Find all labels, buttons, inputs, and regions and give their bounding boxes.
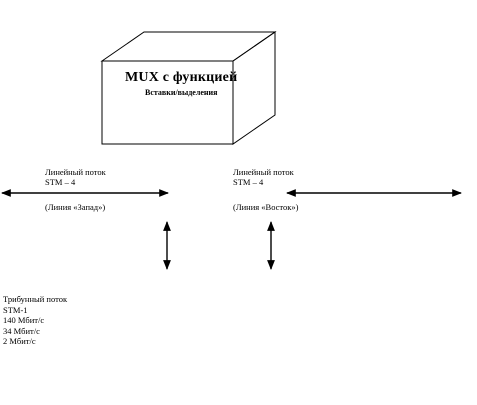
mux-box-side-face xyxy=(232,31,276,145)
tributary-title: Трибунный поток xyxy=(3,294,68,304)
east-stream-rate: STM – 4 xyxy=(233,177,264,187)
west-stream-title: Линейный поток xyxy=(45,167,106,177)
west-stream-label: Линейный поток STM – 4 xyxy=(45,167,106,187)
mux-title: MUX с функцией xyxy=(125,70,238,85)
tributary-item: STM-1 xyxy=(3,304,28,315)
tributary-block: Трибунный поток STM-1 140 Мбит/с 34 Мбит… xyxy=(3,294,67,347)
tributary-item: 2 Мбит/с xyxy=(3,336,36,346)
east-line-caption: (Линия «Восток») xyxy=(233,202,299,212)
tributary-item: 140 Мбит/с xyxy=(3,315,45,325)
east-stream-label: Линейный поток STM – 4 xyxy=(233,167,294,187)
mux-box xyxy=(100,31,277,145)
east-stream-title: Линейный поток xyxy=(233,167,294,177)
tributary-item: 34 Мбит/с xyxy=(3,325,40,336)
west-stream-rate: STM – 4 xyxy=(45,177,76,187)
mux-box-top-face xyxy=(100,31,277,62)
mux-box-front-face xyxy=(101,60,234,145)
west-line-caption: (Линия «Запад») xyxy=(45,202,106,212)
mux-subtitle: Вставки/выделения xyxy=(145,88,218,97)
